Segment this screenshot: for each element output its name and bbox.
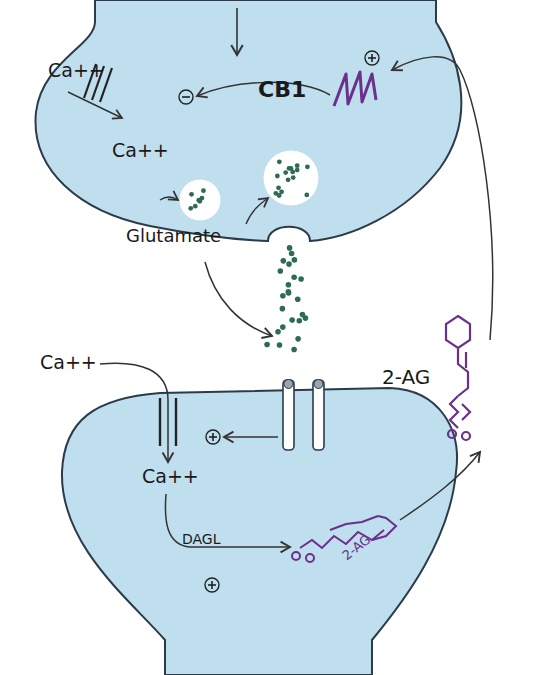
glutamate-dot xyxy=(297,318,303,324)
glutamate-dot xyxy=(290,169,295,174)
molecule-label: 2-AG xyxy=(382,366,430,388)
enzyme-label: DAGL xyxy=(182,532,221,547)
activate-symbol xyxy=(205,578,219,592)
glutamate-dot xyxy=(286,290,292,296)
glutamate-dot xyxy=(280,293,286,299)
glutamate-receptor xyxy=(283,380,324,451)
glutamate-dot xyxy=(280,306,286,312)
glutamate-dot xyxy=(286,177,291,182)
cb1-receptor xyxy=(334,72,376,106)
release-arrow xyxy=(400,452,480,520)
calcium-arrow xyxy=(68,92,122,118)
glutamate-dot xyxy=(193,204,198,209)
glutamate-dot xyxy=(201,188,206,193)
packing-arrow xyxy=(246,198,268,224)
2ag-molecule xyxy=(446,316,470,440)
receptor-label: CB1 xyxy=(258,78,306,102)
glutamate-dot xyxy=(295,163,300,168)
postsynaptic-terminal xyxy=(62,388,457,675)
glutamate-dots xyxy=(188,159,309,352)
glutamate-dot xyxy=(303,315,309,321)
glutamate-dot xyxy=(277,342,283,348)
glutamate-dot xyxy=(188,206,193,211)
glutamate-dot xyxy=(276,185,281,190)
glutamate-dot xyxy=(291,347,297,353)
glutamate-dot xyxy=(287,166,292,171)
glutamate-dot xyxy=(287,245,293,251)
activate-symbol xyxy=(365,51,379,65)
transmitter-label: Glutamate xyxy=(126,226,221,246)
glutamate-dot xyxy=(273,191,278,196)
glutamate-dot xyxy=(295,296,301,302)
glutamate-dot xyxy=(292,257,298,263)
glutamate-dot xyxy=(289,317,295,323)
synthesis-arrow xyxy=(165,494,290,547)
glutamate-dot xyxy=(286,282,292,288)
glutamate-dot xyxy=(277,159,282,164)
glutamate-dot xyxy=(305,164,310,169)
release-arrow xyxy=(205,262,272,336)
ion-label: Ca++ xyxy=(48,60,105,81)
glutamate-dot xyxy=(200,196,205,201)
ion-label: Ca++ xyxy=(40,352,97,373)
retrograde-arrow xyxy=(392,57,493,340)
glutamate-dot xyxy=(295,168,300,173)
glutamate-dot xyxy=(295,336,301,342)
glutamate-dot xyxy=(304,193,309,198)
signal-arrow xyxy=(236,8,238,55)
activation-arrow xyxy=(224,436,278,438)
fusion-pore xyxy=(272,231,306,241)
vesicle xyxy=(179,150,319,221)
glutamate-dot xyxy=(275,329,281,335)
presynaptic-terminal xyxy=(36,0,462,241)
inhibit-symbol xyxy=(179,90,193,104)
glutamate-dot xyxy=(275,174,280,179)
glutamate-dot xyxy=(289,251,295,257)
glutamate-dot xyxy=(280,324,286,330)
glutamate-dot xyxy=(291,274,297,280)
glutamate-dot xyxy=(189,192,194,197)
glutamate-dot xyxy=(286,261,292,267)
activate-symbol xyxy=(206,430,220,444)
packing-arrow xyxy=(160,197,178,200)
glutamate-dot xyxy=(278,268,284,274)
glutamate-dot xyxy=(280,258,286,264)
glutamate-dot xyxy=(279,189,284,194)
glutamate-dot xyxy=(291,175,296,180)
glutamate-dot xyxy=(264,342,270,348)
ion-label: Ca++ xyxy=(142,466,199,487)
ion-label: Ca++ xyxy=(112,140,169,161)
glutamate-dot xyxy=(283,170,288,175)
glutamate-dot xyxy=(298,276,304,282)
calcium-arrow xyxy=(100,363,168,462)
